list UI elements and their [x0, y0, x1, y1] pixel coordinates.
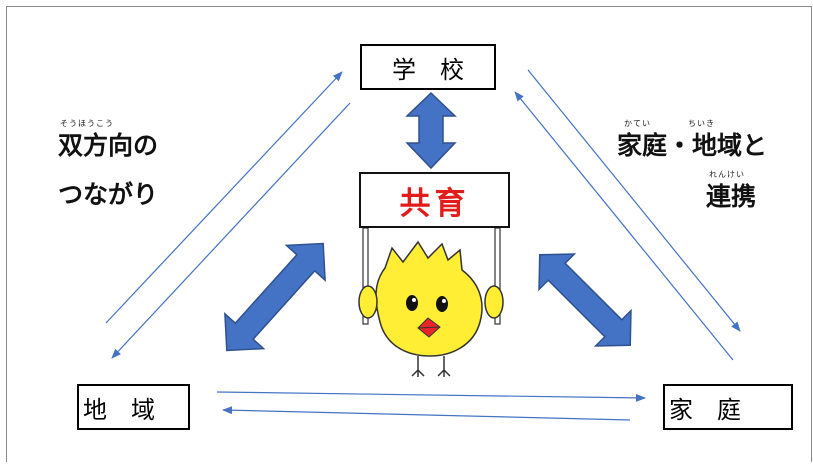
left-text-line2: つながり — [58, 180, 159, 209]
arrow-home-to-school — [514, 91, 734, 361]
arrow-school-to-home — [527, 69, 741, 332]
center-label: 共育 — [399, 185, 470, 222]
right-text-line1: 家庭・地域と — [617, 131, 768, 160]
arrow-school-to-region — [111, 102, 351, 359]
left-text-line1: 双方向の — [58, 131, 159, 160]
double-arrow-icon — [224, 242, 326, 352]
left-ruby: そうほうこう — [60, 119, 114, 128]
arrow-region-to-home — [216, 391, 646, 402]
arrow-home-to-region — [222, 406, 631, 421]
region-label: 地 域 — [83, 395, 155, 424]
right-ruby-chiiki: ちいき — [688, 119, 715, 128]
right-text-line2: 連携 — [706, 182, 757, 211]
region-box: 地 域 — [77, 384, 190, 430]
school-label: 学 校 — [392, 55, 464, 84]
right-ruby-renkei: れんけい — [709, 170, 745, 179]
chick-mascot-icon — [358, 227, 504, 377]
arrow-region-to-school — [105, 71, 343, 324]
double-arrow-icon — [405, 91, 457, 170]
double-arrow-icon — [538, 253, 632, 347]
school-box: 学 校 — [360, 44, 496, 90]
right-ruby-katei: かてい — [624, 119, 651, 128]
home-label: 家 庭 — [669, 395, 741, 424]
home-box: 家 庭 — [663, 384, 793, 430]
diagram-frame — [6, 6, 812, 462]
center-label-box: 共育 — [359, 172, 510, 228]
